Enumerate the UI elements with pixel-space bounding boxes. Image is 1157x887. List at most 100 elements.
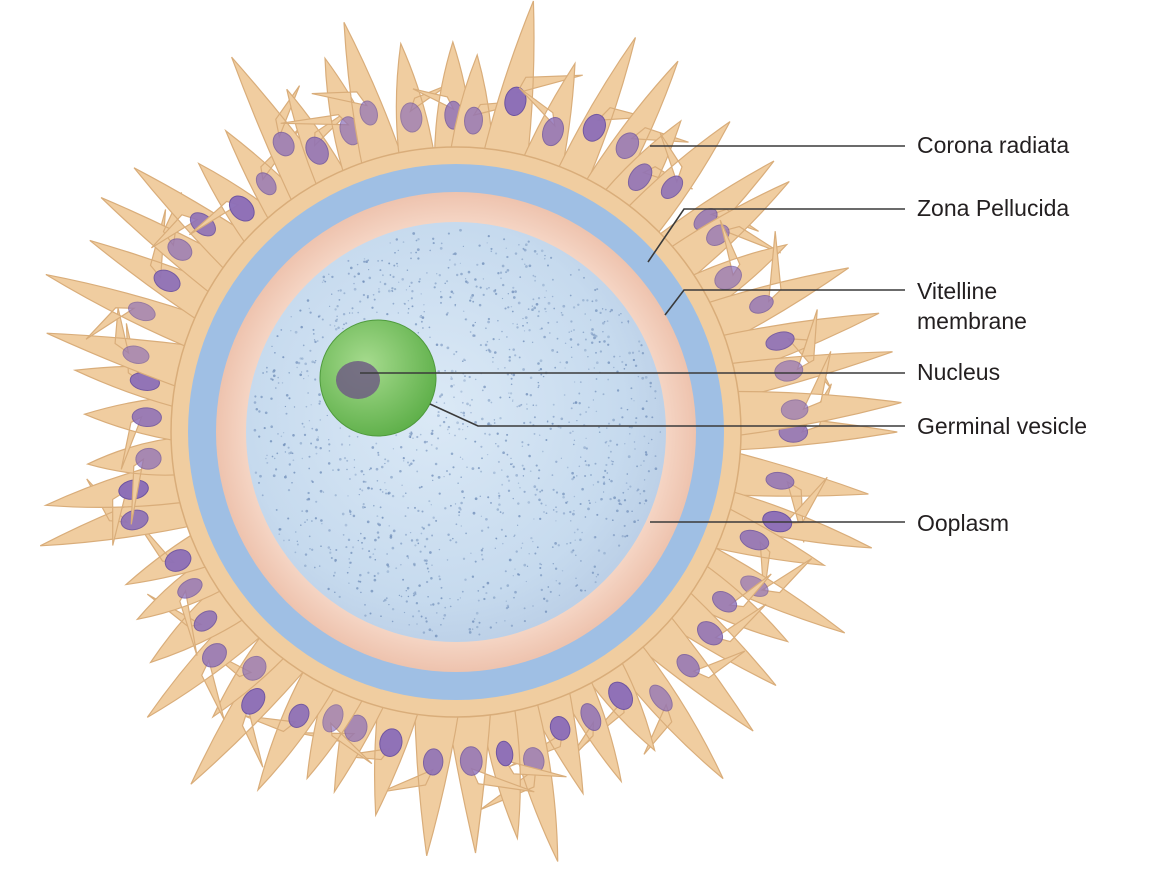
ooplasm-granule: [507, 606, 510, 608]
ooplasm-granule: [364, 480, 367, 483]
ooplasm-granule: [478, 303, 482, 307]
ooplasm-granule: [394, 251, 396, 254]
ooplasm-granule: [314, 517, 318, 520]
ooplasm-granule: [445, 313, 449, 316]
ooplasm-granule: [458, 511, 461, 514]
ooplasm-granule: [631, 510, 633, 513]
corona-cell-nucleus: [400, 102, 423, 133]
ooplasm-granule: [594, 536, 597, 538]
ooplasm-granule: [492, 471, 496, 475]
ooplasm-granule: [619, 355, 621, 358]
ooplasm-granule: [442, 420, 446, 424]
ooplasm-granule: [310, 442, 313, 445]
ooplasm-granule: [301, 422, 304, 425]
ooplasm-granule: [349, 561, 352, 564]
ooplasm-granule: [538, 498, 541, 502]
ooplasm-granule: [357, 272, 361, 276]
ooplasm-granule: [494, 289, 497, 291]
ooplasm-granule: [265, 457, 267, 460]
ooplasm-granule: [506, 336, 508, 338]
ooplasm-granule: [420, 293, 422, 295]
ooplasm-granule: [508, 359, 511, 362]
ooplasm-granule: [300, 524, 302, 526]
ooplasm-granule: [287, 517, 290, 520]
ooplasm-granule: [545, 599, 549, 603]
corona-cell-nucleus: [739, 529, 770, 551]
ooplasm-granule: [463, 379, 466, 382]
ooplasm-granule: [321, 318, 324, 321]
ooplasm-granule: [476, 263, 479, 266]
ooplasm-granule: [654, 390, 657, 393]
ooplasm-granule: [539, 517, 542, 521]
ooplasm-granule: [485, 287, 488, 290]
ooplasm-granule: [346, 571, 349, 574]
ooplasm-granule: [352, 514, 356, 518]
ooplasm-granule: [641, 376, 645, 380]
ooplasm-granule: [505, 606, 509, 610]
ooplasm-granule: [379, 506, 382, 509]
ooplasm-granule: [326, 414, 328, 417]
ooplasm-granule: [568, 331, 570, 333]
ooplasm-granule: [369, 612, 372, 615]
ooplasm-granule: [356, 587, 359, 590]
ooplasm-granule: [623, 524, 626, 527]
ooplasm-granule: [358, 493, 360, 496]
ooplasm-granule: [531, 341, 534, 344]
ooplasm-granule: [430, 443, 433, 446]
corona-cell-nucleus: [549, 716, 571, 741]
ooplasm-granule: [459, 456, 462, 458]
corona-cell-nucleus: [464, 106, 483, 135]
ooplasm-granule: [481, 558, 484, 561]
ooplasm-granule: [417, 238, 420, 241]
ooplasm-granule: [638, 340, 641, 343]
ooplasm-granule: [552, 562, 555, 565]
ooplasm-granule: [502, 542, 504, 545]
ooplasm-granule: [535, 464, 538, 467]
ooplasm-granule: [440, 295, 443, 299]
ooplasm-granule: [405, 289, 408, 291]
ooplasm-granule: [536, 546, 539, 549]
ooplasm-granule: [537, 477, 540, 480]
ooplasm-granule: [425, 449, 428, 452]
ooplasm-granule: [557, 544, 560, 547]
ooplasm-granule: [522, 317, 524, 320]
ooplasm-granule: [627, 322, 630, 324]
ooplasm-granule: [560, 311, 563, 314]
ooplasm-granule: [430, 504, 432, 506]
ooplasm-granule: [624, 535, 627, 538]
ooplasm-granule: [486, 453, 489, 456]
ooplasm-granule: [318, 402, 321, 405]
ooplasm-granule: [389, 242, 391, 244]
ooplasm-granule: [533, 518, 535, 520]
ooplasm-granule: [495, 621, 498, 624]
ooplasm-granule: [260, 395, 263, 399]
ooplasm-granule: [565, 501, 568, 504]
corona-cell-nucleus: [228, 195, 255, 222]
ooplasm-granule: [352, 546, 355, 549]
ooplasm-granule: [480, 549, 484, 552]
ooplasm-granule: [270, 397, 273, 400]
ooplasm-granule: [558, 594, 561, 597]
ooplasm-granule: [379, 488, 382, 491]
ooplasm-granule: [438, 548, 441, 551]
ooplasm-granule: [327, 462, 331, 465]
ooplasm-granule: [320, 545, 322, 547]
ooplasm-granule: [569, 294, 572, 297]
ooplasm-granule: [573, 510, 575, 512]
ooplasm-granule: [578, 392, 581, 395]
ooplasm-granule: [314, 378, 317, 381]
ooplasm-granule: [528, 329, 531, 332]
ooplasm-granule: [533, 306, 537, 310]
ooplasm-granule: [432, 237, 435, 240]
ooplasm-granule: [527, 308, 530, 310]
ooplasm-granule: [414, 544, 417, 547]
ooplasm-granule: [410, 297, 413, 300]
ooplasm-granule: [529, 376, 533, 380]
ooplasm-granule: [584, 338, 587, 341]
ooplasm-granule: [596, 480, 600, 484]
ooplasm-granule: [518, 404, 521, 408]
ooplasm-granule: [273, 369, 276, 372]
ooplasm-granule: [474, 440, 477, 443]
ooplasm-granule: [334, 558, 337, 562]
